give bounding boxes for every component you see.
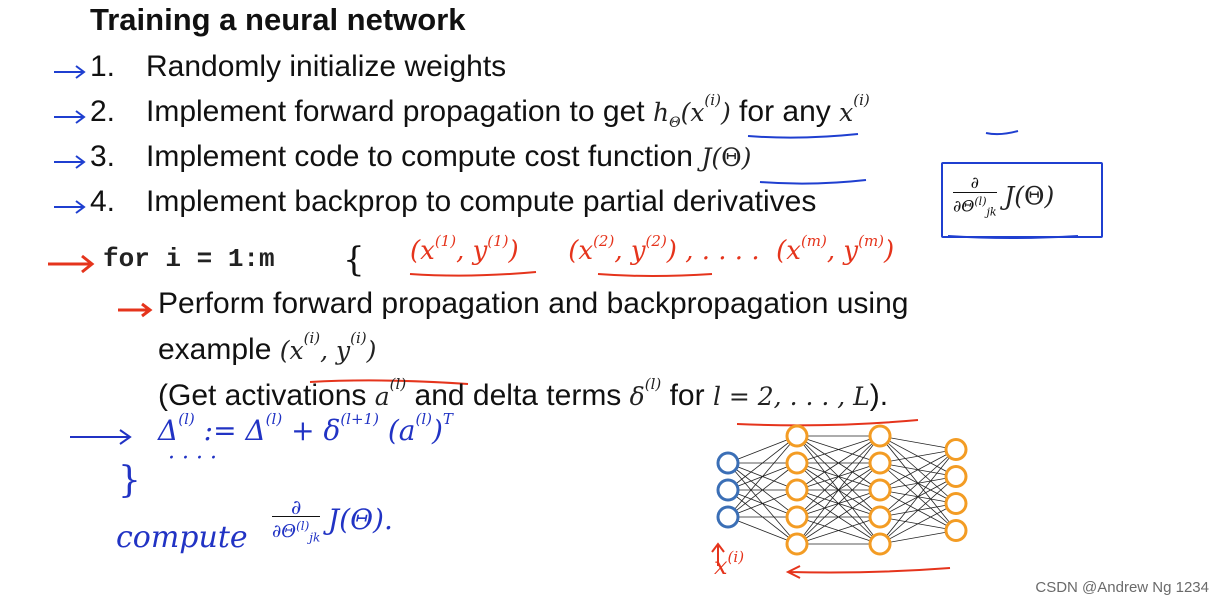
network-edge (727, 435, 798, 518)
handwritten-derivative-numerator: ∂ (272, 497, 321, 517)
handwritten-input-label: x(i) (714, 548, 745, 580)
hidden-node (868, 424, 892, 448)
partial-derivative: ∂ ∂Θ(l)jk J(Θ) (953, 174, 1054, 222)
step-number: 3. (90, 140, 116, 173)
network-edge (879, 449, 957, 518)
network-edge (879, 530, 957, 545)
step-text: Implement forward propagation to get hΘ(… (146, 91, 870, 131)
network-edge (727, 516, 798, 545)
step-text-main: Implement forward propagation to get (146, 95, 645, 128)
network-edge (727, 435, 798, 491)
hidden-node (868, 478, 892, 502)
delta-math: δ(l) (629, 375, 662, 411)
input-math: x(i) (839, 91, 870, 127)
input-node (716, 451, 740, 475)
network-edge (727, 489, 798, 518)
hidden-node (785, 451, 809, 475)
loop-line-3-for: for (669, 379, 705, 412)
loop-line-1: Perform forward propagation and backprop… (158, 287, 909, 320)
step-text: Implement backprop to compute partial de… (146, 185, 817, 218)
handwritten-dots: · · · · (168, 446, 217, 471)
hidden-node (785, 478, 809, 502)
output-node (944, 465, 968, 488)
loop-line-3: (Get activations a(l) and delta terms δ(… (158, 375, 889, 413)
output-node (944, 438, 968, 461)
network-edge (796, 435, 881, 545)
example-math: (x(i), y(i)) (279, 329, 377, 365)
step-text-main: Implement code to compute cost function (146, 140, 693, 173)
handwritten-update: Δ(l) := Δ(l) + δ(l+1) (a(l))T (158, 410, 453, 447)
derivative-fraction: ∂ ∂Θ(l)jk (953, 174, 997, 222)
handwritten-examples: (x(1), y(1)) (x(2), y(2)) , . . . . (x(m… (410, 232, 895, 266)
network-edge (796, 516, 881, 545)
step-text: Implement code to compute cost function … (146, 140, 751, 174)
loop-line-2-text: example (158, 333, 272, 366)
network-edge (796, 489, 881, 545)
update-arrow-mark (70, 429, 132, 445)
network-edge (796, 462, 881, 545)
hidden-node (785, 532, 809, 556)
cost-math: J(Θ) (701, 143, 752, 172)
derivative-function: J(Θ) (1004, 181, 1055, 211)
hidden-node (868, 532, 892, 556)
network-edge (796, 435, 881, 491)
input-node (716, 505, 740, 529)
hidden-node (868, 505, 892, 529)
handwritten-close-brace: } (118, 460, 141, 501)
backprop-arrow (785, 565, 951, 579)
handwritten-derivative: ∂ ∂Θ(l)jk J(Θ). (272, 497, 393, 547)
hypothesis-math: hΘ(x(i)) (652, 91, 731, 131)
output-node (944, 492, 968, 515)
watermark: CSDN @Andrew Ng 1234 (1035, 579, 1209, 596)
network-edge (879, 503, 957, 545)
step-number: 1. (90, 50, 116, 83)
input-arrow (711, 542, 725, 566)
step-text-tail: for any (739, 95, 831, 128)
network-edge (879, 435, 957, 450)
red-underline-marks (309, 271, 919, 427)
range-math: l = 2, . . . , L (712, 382, 870, 411)
hidden-node (785, 424, 809, 448)
network-edge (879, 449, 957, 464)
step-arrow-marks (54, 65, 86, 214)
for-loop-code: for i = 1:m (103, 244, 275, 274)
loop-open-brace: { (343, 240, 365, 280)
step-number: 2. (90, 95, 116, 128)
network-edge (879, 476, 957, 545)
handwritten-compute: compute (116, 520, 248, 555)
network-edge (727, 435, 798, 464)
step-number: 4. (90, 185, 116, 218)
loop-arrow-mark (48, 254, 153, 318)
input-node (716, 478, 740, 502)
handwritten-derivative-denominator: ∂Θ(l)jk (272, 519, 321, 545)
network-edge (727, 462, 798, 518)
loop-line-3-mid: and delta terms (414, 379, 622, 412)
derivative-denominator: ∂Θ(l)jk (953, 195, 997, 219)
slide-title: Training a neural network (90, 2, 466, 37)
loop-line-3-pre: (Get activations (158, 379, 367, 412)
output-node (944, 519, 968, 542)
network-edge (879, 449, 957, 545)
step-text: Randomly initialize weights (146, 50, 507, 83)
activation-math: a(l) (374, 375, 407, 411)
hidden-node (785, 505, 809, 529)
loop-line-3-end: ). (869, 379, 889, 412)
network-edge (879, 449, 957, 491)
hidden-node (868, 451, 892, 475)
handwritten-derivative-function: J(Θ). (327, 502, 393, 536)
network-edge (796, 435, 881, 518)
loop-line-2: example (x(i), y(i)) (158, 329, 377, 367)
partial-derivative-box: ∂ ∂Θ(l)jk J(Θ) (941, 162, 1103, 238)
network-edge (796, 435, 881, 464)
derivative-numerator: ∂ (953, 174, 997, 193)
handwritten-derivative-fraction: ∂ ∂Θ(l)jk (272, 497, 321, 547)
